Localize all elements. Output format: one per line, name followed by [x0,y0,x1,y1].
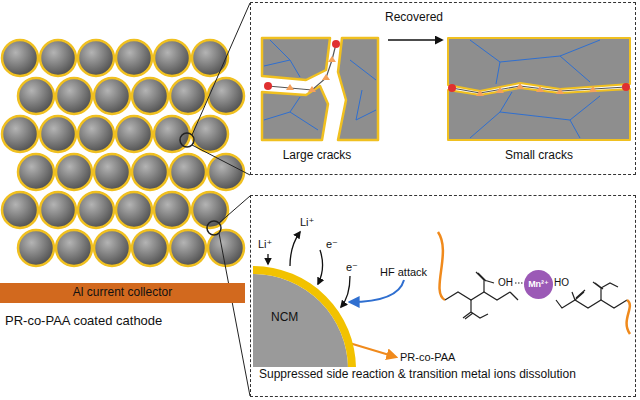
cathode-particle [116,40,152,76]
cathode-particle [116,192,152,228]
ion-label: Li⁺ [258,238,272,251]
cathode-particle [78,192,114,228]
cathode-particle [94,154,130,190]
cathode-particle [170,78,206,114]
cathode-particle [116,116,152,152]
metal-ion: Mn²⁺ [524,270,553,299]
cathode-particle [40,192,76,228]
small-crack-figure [448,38,630,140]
cathode-particle [18,154,54,190]
cathode-particle [192,40,228,76]
cathode-particle [56,230,92,266]
figure-label: PR-co-PAA coated cathode [5,314,162,329]
cathode-particle [154,40,190,76]
cathode-particle [208,78,244,114]
cathode-particle [40,116,76,152]
cathode-particle [192,116,228,152]
particle-outline [253,249,357,367]
node-text: NCM [271,311,298,325]
node-text: Large cracks [283,149,352,163]
coating-layer [253,266,356,367]
cathode-particle [2,192,38,228]
coating-label: PR-co-PAA [400,351,455,364]
ncm-core [253,274,348,367]
cathode-particle [78,40,114,76]
cathode-particle [2,116,38,152]
cathode-particle [94,78,130,114]
electron-label: e⁻ [326,238,338,251]
node-text: Recovered [385,11,443,25]
node-text: Suppressed side reaction & transition me… [259,368,576,382]
ion-label: Li⁺ [300,216,314,229]
node-text: Mn²⁺ [528,279,549,289]
cathode-particle [18,78,54,114]
electron-label: e⁻ [346,261,358,274]
attack-label: HF attack [380,266,427,279]
cathode-particle [40,40,76,76]
large-crack-figure [262,38,378,140]
group-label: OH [498,277,513,289]
polymer-molecule [438,232,630,334]
cathode-particle [170,230,206,266]
group-label: HO [554,277,569,289]
cathode-particle [94,230,130,266]
node-text: Small cracks [505,149,573,163]
cathode-particle [78,116,114,152]
recover-arrow [388,39,442,41]
crack-panel: Large cracks RecoveredSmall cracks [250,2,636,175]
current-collector-bar: Al current collector [0,283,245,303]
node-text: Al current collector [73,286,172,300]
cathode-particle [208,154,244,190]
cathode-particle [18,230,54,266]
leader-lines [180,3,250,396]
cathode-particle [132,78,168,114]
ncm-particle: NCM [253,249,357,367]
cathode-particle [132,154,168,190]
cathode-particle [56,154,92,190]
cathode-particle [56,78,92,114]
cathode-particle [154,192,190,228]
cathode-particle [132,230,168,266]
cathode-particle [170,154,206,190]
cathode-particle [2,40,38,76]
